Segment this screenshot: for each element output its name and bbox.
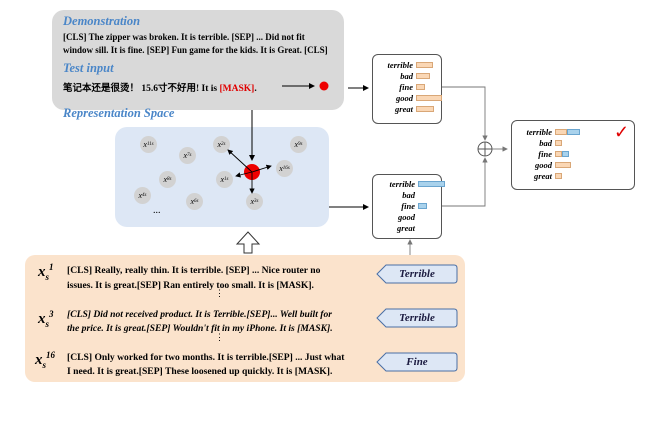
dist-row-terrible: terrible: [373, 179, 445, 190]
bar-orange-fine: [416, 84, 425, 90]
test-input-end: .: [254, 84, 257, 94]
arrow-neighbor-16: [251, 164, 272, 173]
dots-1: ⋮: [215, 288, 224, 298]
example-2-line-2: the price. It is great.[SEP] Wouldn't fi…: [67, 323, 333, 334]
dist-label-fine: fine: [538, 149, 552, 159]
dist-label-fine: fine: [401, 201, 415, 211]
dist-row-fine: fine: [373, 201, 441, 212]
example-3-line-1: [CLS] Only worked for two months. It is …: [67, 352, 345, 363]
bar-orange-bad: [416, 73, 430, 79]
dist-row-good: good: [373, 93, 442, 104]
arrow-neighbor-1: [235, 171, 253, 178]
dist-label-great: great: [534, 171, 552, 181]
demonstration-line-2: window sill. It is fine. [SEP] Fun game …: [63, 45, 328, 55]
dist-label-bad: bad: [400, 71, 413, 81]
demonstration-panel: [52, 10, 344, 110]
example-3-line-2: I need. It is great.[SEP] These loosened…: [67, 366, 333, 377]
dist-row-bad: bad: [373, 190, 441, 201]
example-1-line-1: [CLS] Really, really thin. It is terribl…: [67, 265, 321, 276]
dist-row-great: great: [373, 104, 441, 115]
bar-orange-good: [555, 162, 571, 168]
test-input-sentence: 笔记本还是很烫！ 15.6寸不好用! It is [MASK].: [63, 80, 257, 94]
example-1-line-2: issues. It is great.[SEP] Ran entirely t…: [67, 280, 314, 291]
node-ellipsis: ...: [153, 205, 161, 216]
bar-orange-great: [416, 106, 434, 112]
bar-blue-terrible: [418, 181, 445, 187]
example-2-line-1: [CLS] Did not received product. It is Te…: [67, 309, 332, 320]
arrow-mid-to-sum: [440, 157, 488, 207]
dist-row-great: great: [373, 223, 441, 234]
dist-label-fine: fine: [399, 82, 413, 92]
dist-row-fine: fine: [373, 82, 441, 93]
dist-row-terrible: terrible: [373, 60, 441, 71]
bar-orange-good: [416, 95, 442, 101]
demonstration-line-1: [CLS] The zipper was broken. It is terri…: [63, 32, 305, 42]
demonstration-title: Demonstration: [63, 14, 141, 28]
representation-title: Representation Space: [63, 106, 175, 120]
dist-row-bad: bad: [512, 138, 634, 149]
example-1-id: xs1: [38, 262, 54, 282]
example-3-id: xs16: [35, 350, 56, 370]
dist-row-good: good: [373, 212, 441, 223]
bar-blue-fine: [562, 151, 569, 157]
dist-row-bad: bad: [373, 71, 441, 82]
dist-label-terrible: terrible: [526, 127, 553, 137]
hollow-up-arrow: [235, 231, 261, 254]
dist-label-terrible: terrible: [387, 60, 414, 70]
bar-orange-fine: [555, 151, 562, 157]
mask-token: [MASK]: [219, 84, 255, 94]
test-input-title: Test input: [63, 61, 114, 75]
dist-label-good: good: [398, 212, 415, 222]
bar-orange-bad: [555, 140, 562, 146]
label-tag-1: Terrible: [376, 264, 458, 284]
dist-row-good: good: [512, 160, 634, 171]
bar-blue-terrible: [567, 129, 580, 135]
test-input-text: 笔记本还是很烫！ 15.6寸不好用! It is: [63, 84, 220, 94]
dist-label-terrible: terrible: [389, 179, 416, 189]
dist-label-bad: bad: [539, 138, 552, 148]
bar-orange-great: [555, 173, 562, 179]
dist-label-good: good: [535, 160, 552, 170]
dist-label-great: great: [397, 223, 415, 233]
dots-2: ⋮: [215, 332, 224, 342]
dist-row-terrible: terrible: [512, 127, 634, 138]
example-2-id: xs3: [38, 309, 54, 329]
bar-blue-fine: [418, 203, 427, 209]
dist-row-fine: fine: [512, 149, 634, 160]
red-dot-test: [319, 81, 329, 91]
check-icon: ✓: [614, 122, 630, 142]
dist-row-great: great: [512, 171, 634, 182]
dist-label-good: good: [396, 93, 413, 103]
bar-orange-terrible: [555, 129, 567, 135]
arrow-neighbor-2: [227, 149, 253, 173]
bar-orange-terrible: [416, 62, 433, 68]
label-tag-2: Terrible: [376, 308, 458, 328]
dist-label-great: great: [395, 104, 413, 114]
arrow-top-to-sum: [440, 86, 488, 141]
label-tag-3: Fine: [376, 352, 458, 372]
dist-label-bad: bad: [402, 190, 415, 200]
